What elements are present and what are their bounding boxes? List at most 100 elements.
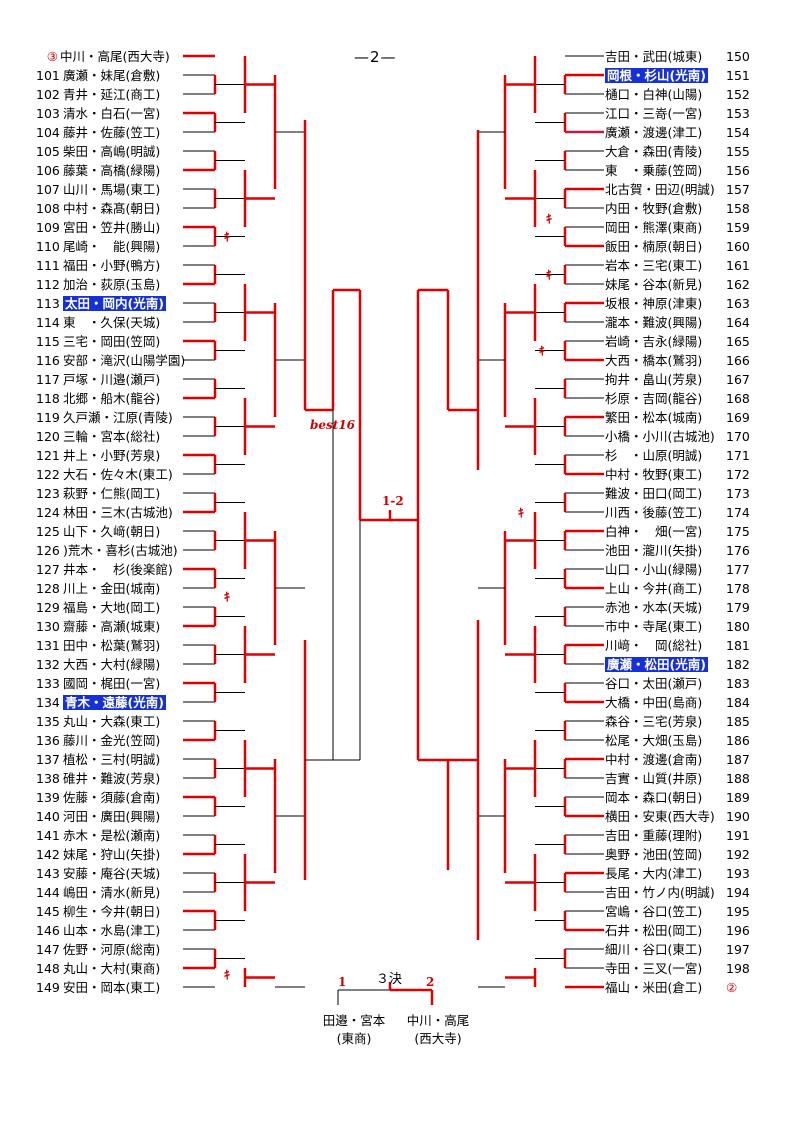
entry-name: 細川・谷口(東工) [605,942,703,957]
right-entry: 岩本・三宅(東工) [605,256,713,275]
entry-name: 安田・岡本(東工) [63,980,161,995]
entry-number: 180 [726,619,750,634]
entry-name: )荒木・喜杉(古城池) [63,543,178,558]
entry-number: 156 [726,163,750,178]
entry-number: 142 [36,847,60,862]
entry-number: 110 [36,239,60,254]
entry-name: 齋藤・高瀬(城東) [63,619,161,634]
kiken-mark: ｷ [546,268,553,282]
right-entry: 杉 ・山原(明誠) [605,446,713,465]
entry-name: 柳生・今井(朝日) [63,904,161,919]
kiken-mark: ｷ [224,968,231,982]
entry-number: 192 [726,847,750,862]
right-entry: 福山・米田(倉工) [605,978,713,997]
entry-number: 116 [36,353,60,368]
entry-name: 植松・三村(明誠) [63,752,161,767]
right-entry: 中村・渡邊(倉南) [605,750,713,769]
entry-name: 岡本・森口(朝日) [605,790,703,805]
entry-name: 福田・小野(鴨方) [63,258,161,273]
entry-name: 川﨑・ 岡(総社) [605,638,703,653]
entry-name: 久戸瀬・江原(青陵) [63,410,173,425]
entry-name: 吉田・武田(城東) [605,49,703,64]
third-place-left: 田邉・宮本 (東商) [316,1012,392,1048]
entry-number: 161 [726,258,750,273]
entry-number: 103 [36,106,60,121]
entry-number: 163 [726,296,750,311]
entry-name: 岡根・杉山(光南) [605,68,708,83]
entry-name: 石井・松田(岡工) [605,923,703,938]
entry-number: 155 [726,144,750,159]
entry-number: 111 [36,258,60,273]
entry-name: 三宅・岡田(笠岡) [63,334,161,349]
entry-number: 115 [36,334,60,349]
kiken-mark: ｷ [224,230,231,244]
entry-number: 129 [36,600,60,615]
entry-number: 176 [726,543,750,558]
right-entry: 岡本・森口(朝日) [605,788,713,807]
entry-number: 166 [726,353,750,368]
entry-number: 181 [726,638,750,653]
entry-name: 川西・後藤(笠工) [605,505,703,520]
entry-name: 杉原・吉岡(龍谷) [605,391,703,406]
entry-name: 河田・廣田(興陽) [63,809,161,824]
entry-name: 内田・牧野(倉敷) [605,201,703,216]
entry-name: 大橋・中田(島商) [605,695,703,710]
right-entry: 市中・寺尾(東工) [605,617,713,636]
entry-number: 175 [726,524,750,539]
entry-name: 萩野・仁熊(岡工) [63,486,161,501]
entry-number: 162 [726,277,750,292]
right-entry: 宮嶋・谷口(笠工) [605,902,713,921]
entry-number: 154 [726,125,750,140]
entry-name: 樋口・白神(山陽) [605,87,703,102]
entry-number: 174 [726,505,750,520]
entry-name: 森谷・三宅(芳泉) [605,714,703,729]
right-entry: 坂根・神原(津東) [605,294,713,313]
entry-name: 大倉・森田(青陵) [605,144,703,159]
entry-number: 145 [36,904,60,919]
right-entry: 岩崎・吉永(緑陽) [605,332,713,351]
entry-number: 190 [726,809,750,824]
entry-number: 169 [726,410,750,425]
entry-name: 赤池・水本(天城) [605,600,703,615]
right-entry: 岡根・杉山(光南) [605,66,713,85]
entry-number: ③ [46,49,58,64]
third-place-title: ３決 [376,972,403,987]
entry-number: 133 [36,676,60,691]
entry-name: 赤木・是松(瀬南) [63,828,161,843]
entry-name: 井上・小野(芳泉) [63,448,161,463]
entry-number: 130 [36,619,60,634]
entry-name: 藤川・金光(笠岡) [63,733,161,748]
entry-name: 長尾・大内(津工) [605,866,703,881]
right-entry: 小橋・小川(古城池) [605,427,715,446]
entry-number: 106 [36,163,60,178]
entry-name: 江口・三嵜(一宮) [605,106,703,121]
entry-name: 坂根・神原(津東) [605,296,703,311]
right-entry: 難波・田口(岡工) [605,484,713,503]
entry-number: 136 [36,733,60,748]
entry-number: 167 [726,372,750,387]
entry-name: 碓井・難波(芳泉) [63,771,161,786]
entry-number: 107 [36,182,60,197]
entry-name: 岩崎・吉永(緑陽) [605,334,703,349]
right-entry: 大橋・中田(島商) [605,693,713,712]
kiken-mark: ｷ [224,590,231,604]
entry-number: 194 [726,885,750,900]
entry-name: 清水・白石(一宮) [63,106,161,121]
entry-number: 183 [726,676,750,691]
entry-number: 134 [36,695,60,710]
